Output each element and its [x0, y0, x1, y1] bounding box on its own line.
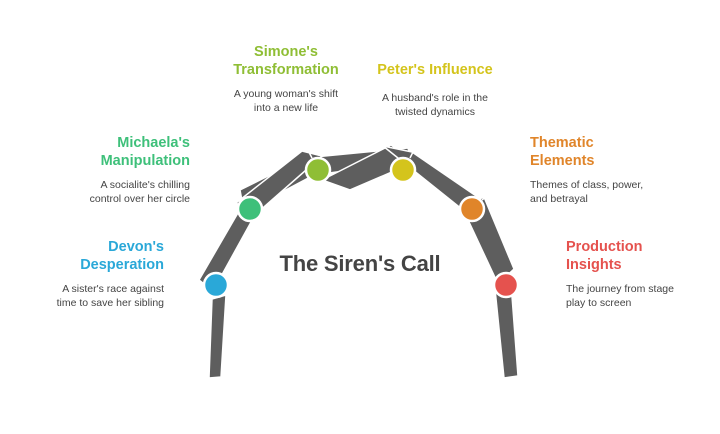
connector-peter [409, 107, 436, 159]
arch-nodes [202, 156, 520, 299]
node-devon [202, 271, 230, 299]
node-production [492, 271, 520, 299]
node-peter [389, 156, 417, 184]
item-heading: Peter's Influence [377, 62, 493, 78]
diagram-title: The Siren's Call [279, 251, 441, 276]
connector-thematic [481, 159, 531, 201]
item-description: Themes of class, power,and betrayal [530, 179, 644, 205]
connector-simone [285, 107, 313, 159]
connector-michaela [189, 159, 241, 201]
arch-beam-left-pillar [208, 294, 227, 379]
node-simone [304, 156, 332, 184]
connector-lines [164, 107, 564, 286]
node-michaela [236, 195, 264, 223]
node-thematic [458, 195, 486, 223]
item-peters-influence: Peter's Influence A husband's role in th… [364, 61, 506, 119]
